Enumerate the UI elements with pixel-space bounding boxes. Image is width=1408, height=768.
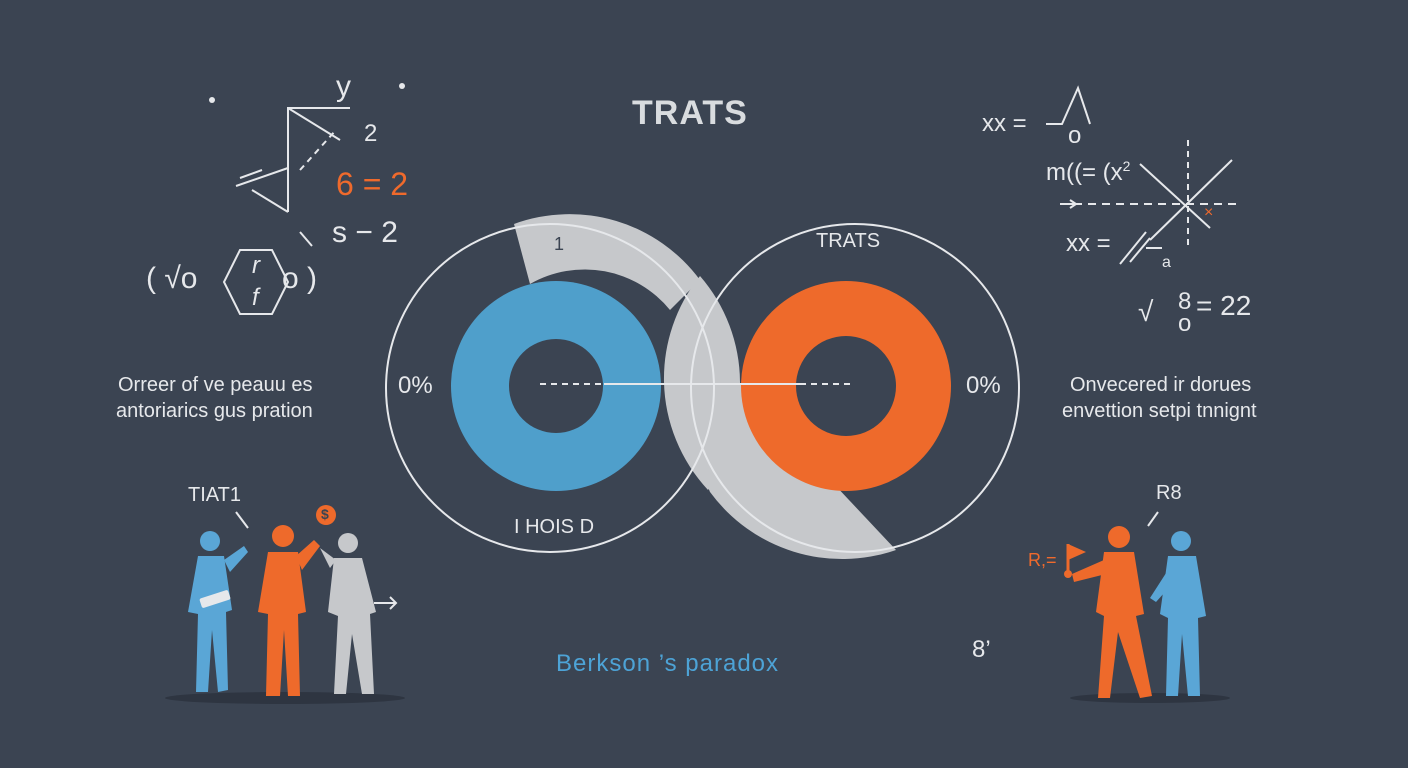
coin-symbol: $ (321, 506, 329, 522)
left-formula-f-top: r (252, 252, 260, 279)
left-description-line1: Orreer of ve peauu es (118, 374, 313, 396)
right-circle-top-label: TRATS (816, 230, 881, 252)
formula-hexagon (222, 249, 290, 315)
venn-diagram (385, 214, 1020, 560)
right-equation-3: xx = (1066, 230, 1111, 257)
card-icon (199, 590, 231, 608)
ground-shadow-left (165, 692, 405, 704)
right-equation-2-main: m((= (x (1046, 159, 1123, 186)
right-equation-1-bottom: o (1068, 122, 1082, 149)
footer-caption: Berkson ’s paradox (556, 650, 780, 677)
right-equation-4-bottom: o (1178, 310, 1192, 337)
right-equation-1: xx = (982, 110, 1027, 137)
page-title: TRATS (632, 94, 748, 132)
right-description-line1: Onvecered ir dorues (1070, 374, 1252, 396)
left-description-line2: antoriarics gus pration (116, 400, 313, 422)
pointer-line-right (1147, 511, 1159, 527)
left-formula-f-bottom: f (252, 284, 259, 311)
blue-donut-hole (509, 339, 603, 433)
orange-donut-hole (796, 336, 896, 436)
axis-label-y: y (336, 70, 351, 103)
left-person-orange (258, 525, 320, 696)
left-circle-percent: 0% (398, 372, 433, 399)
gray-band-left (514, 214, 700, 310)
left-people-label: TIAT1 (188, 484, 241, 506)
left-circle-top-label: 1 (554, 234, 565, 254)
dot (209, 97, 215, 103)
left-formula-close: o ) (282, 262, 318, 295)
left-outer-ring (385, 223, 715, 553)
left-sketch-graph (235, 107, 350, 247)
right-speech-label: R,= (1028, 550, 1057, 570)
right-person-orange (1072, 526, 1152, 698)
left-formula: ( √o (146, 262, 198, 295)
pointer-line-left (235, 511, 249, 529)
right-equation-2: m((= (x2 (1046, 158, 1130, 187)
right-description-line2: envettion setpi tnnignt (1062, 400, 1257, 422)
left-equation-1: 2 (364, 120, 378, 147)
right-equation-4-top: 8 (1178, 288, 1192, 315)
right-people-label: R8 (1156, 482, 1182, 504)
play-flag-icon (1064, 544, 1086, 578)
right-circle-percent: 0% (966, 372, 1001, 399)
left-person-blue (188, 531, 248, 692)
right-outer-ring (690, 223, 1020, 553)
dot (399, 83, 405, 89)
right-sketch-graph (1046, 85, 1238, 265)
right-equation-4-root: √ (1138, 296, 1154, 327)
left-person-gray (320, 533, 376, 694)
left-equation-2: 6 = 2 (336, 166, 409, 202)
arrow-right-icon (374, 596, 398, 610)
right-equation-3-sub: a (1162, 254, 1171, 271)
coin-icon (316, 505, 336, 525)
right-equation-4-rhs: = 22 (1196, 290, 1252, 321)
right-person-blue (1150, 531, 1206, 696)
right-side-note: 8’ (972, 636, 991, 663)
right-equation-2-sup: 2 (1122, 158, 1131, 174)
left-equation-3: s − 2 (332, 216, 398, 249)
gray-band-right (664, 384, 896, 560)
left-circle-bottom-label: I HOIS D (514, 516, 595, 538)
graph-mark: × (1204, 204, 1214, 221)
